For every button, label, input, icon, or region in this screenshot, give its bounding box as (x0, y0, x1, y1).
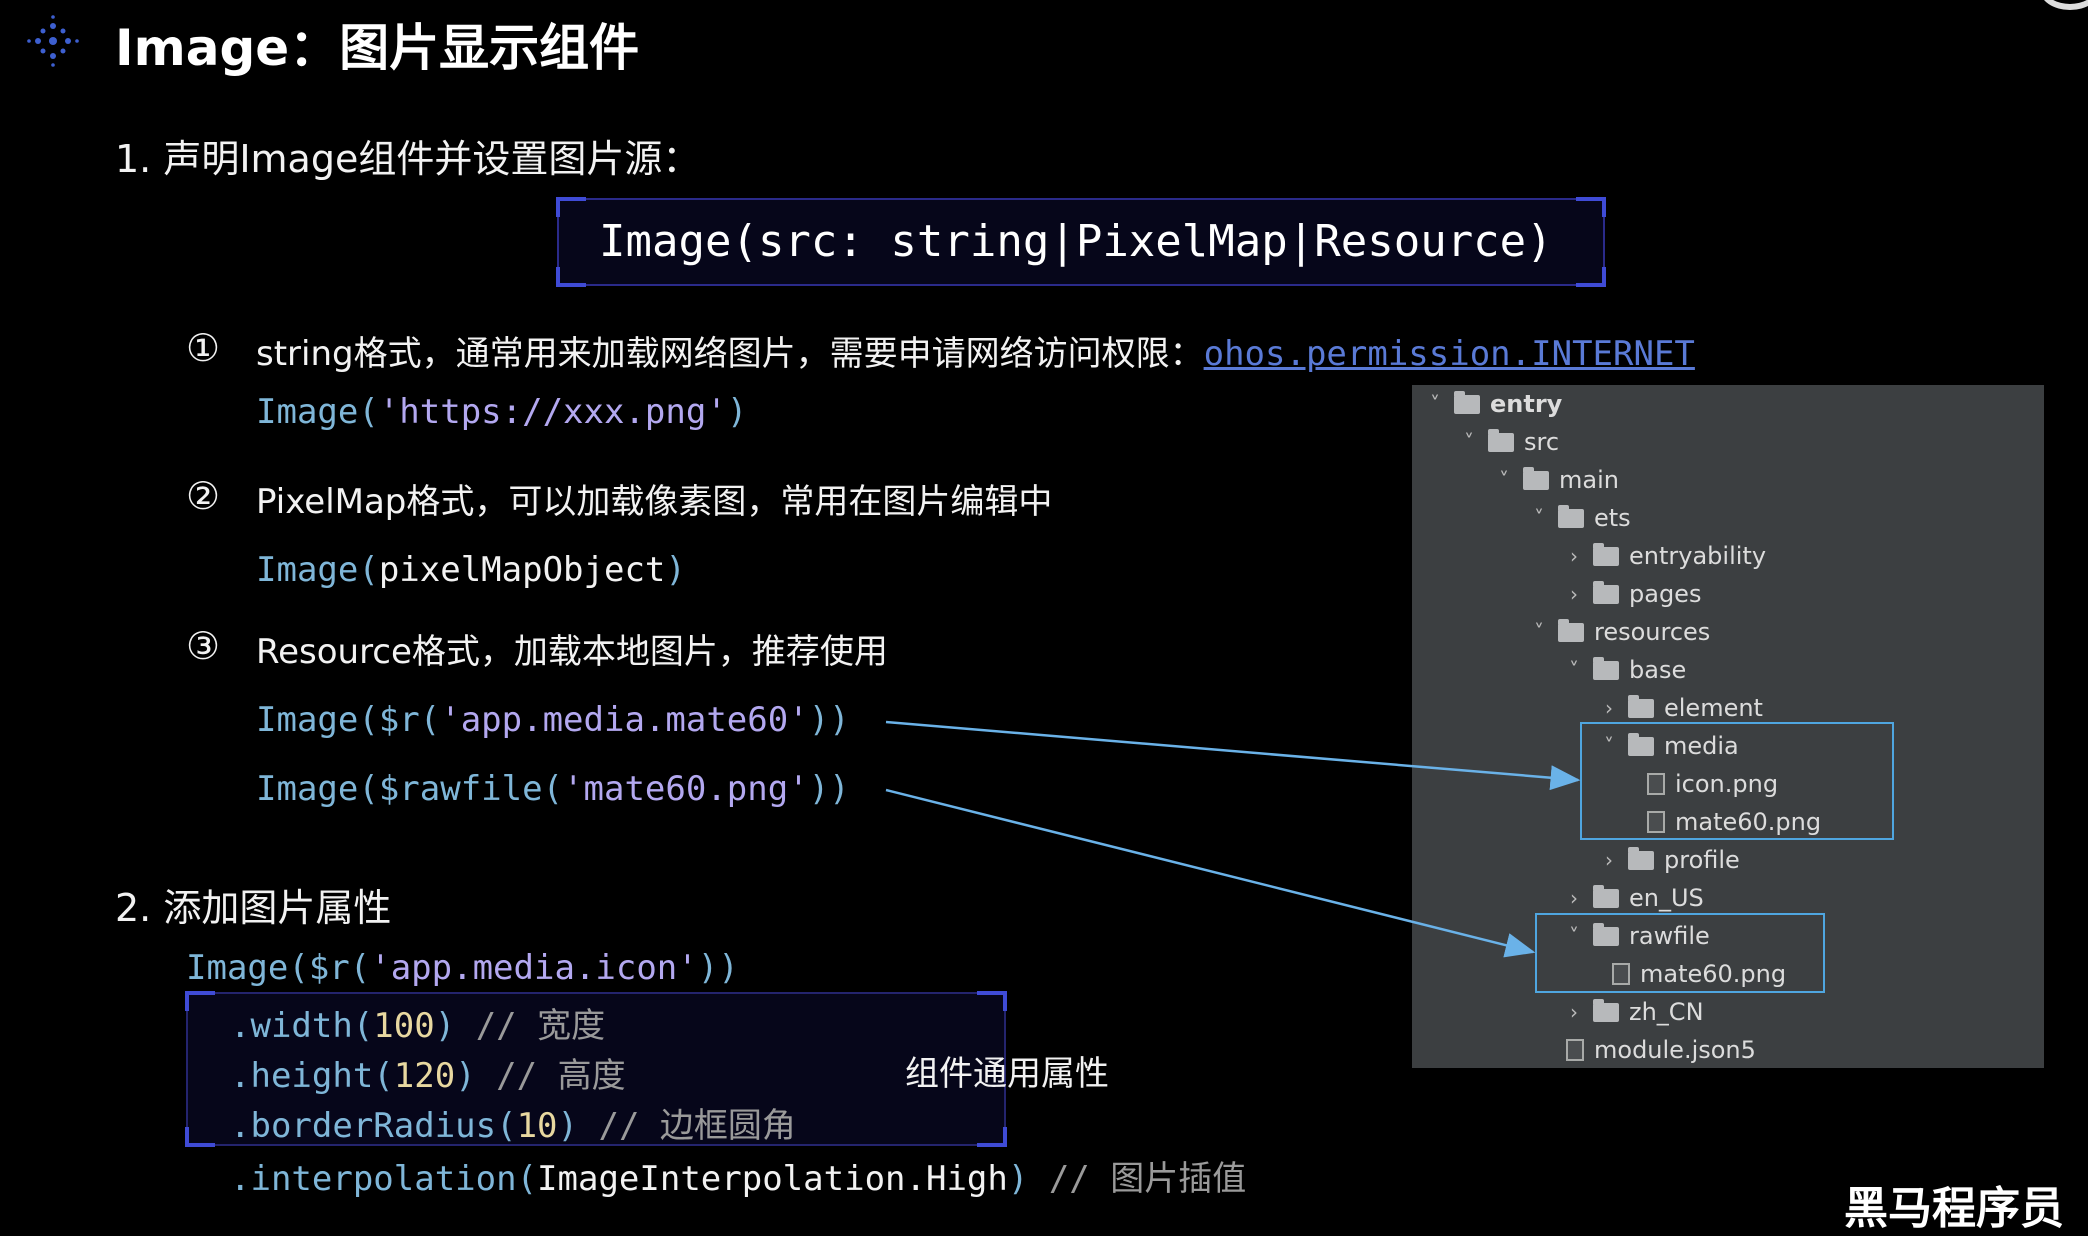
tree-row-zh-cn[interactable]: ›zh_CN (1563, 993, 1704, 1031)
folder-icon (1593, 542, 1619, 566)
tree-row-ets[interactable]: ˅ets (1528, 499, 1631, 537)
code-attr-interpolation: .interpolation(ImageInterpolation.High) … (230, 1159, 1247, 1199)
folder-icon (1593, 580, 1619, 604)
tree-row-rawfile[interactable]: ˅rawfile (1563, 917, 1710, 955)
page-title: Image：图片显示组件 (115, 19, 640, 77)
common-attributes-label: 组件通用属性 (905, 1054, 1109, 1094)
tree-row-main[interactable]: ˅main (1493, 461, 1619, 499)
tree-row-pages[interactable]: ›pages (1563, 575, 1701, 613)
folder-icon (1488, 428, 1514, 452)
tree-row-icon-png[interactable]: icon.png (1633, 765, 1778, 803)
chevron-right-icon[interactable]: › (1570, 544, 1578, 568)
chevron-down-icon[interactable]: ˅ (1604, 734, 1614, 758)
watermark: 黑马程序员 (1844, 1183, 2064, 1234)
folder-icon (1628, 732, 1654, 756)
folder-icon (1593, 922, 1619, 946)
media-highlight-box (1580, 722, 1894, 840)
code-attr-line0: Image($r('app.media.icon')) (186, 948, 739, 988)
chevron-down-icon[interactable]: ˅ (1569, 924, 1579, 948)
chevron-down-icon[interactable]: ˅ (1534, 506, 1544, 530)
tree-row-en-us[interactable]: ›en_US (1563, 879, 1704, 917)
item1-text: string格式，通常用来加载网络图片，需要申请网络访问权限：ohos.perm… (256, 334, 1695, 374)
folder-icon (1628, 846, 1654, 870)
common-attributes-box (185, 991, 1007, 1147)
item1-marker: ① (186, 326, 221, 370)
code-attr-borderradius: .borderRadius(10) // 边框圆角 (230, 1106, 796, 1146)
code-attr-width: .width(100) // 宽度 (230, 1006, 606, 1046)
permission-link[interactable]: ohos.permission.INTERNET (1203, 334, 1695, 374)
folder-icon (1628, 694, 1654, 718)
code-media-example: Image($r('app.media.mate60')) (256, 700, 850, 740)
tree-row-entryability[interactable]: ›entryability (1563, 537, 1766, 575)
item2-marker: ② (186, 474, 221, 518)
chevron-down-icon[interactable]: ˅ (1464, 430, 1474, 454)
folder-icon (1593, 998, 1619, 1022)
chevron-right-icon[interactable]: › (1570, 582, 1578, 606)
arrow-rawfile (885, 788, 1536, 958)
code-pixelmap-example: Image(pixelMapObject) (256, 550, 686, 590)
folder-icon (1523, 466, 1549, 490)
image-file-icon (1647, 773, 1665, 795)
chevron-right-icon[interactable]: › (1605, 696, 1613, 720)
item3-marker: ③ (186, 624, 221, 668)
section2-heading: 2. 添加图片属性 (115, 886, 392, 930)
chevron-down-icon[interactable]: ˅ (1430, 392, 1440, 416)
arrow-media (885, 720, 1581, 791)
folder-icon (1593, 656, 1619, 680)
chevron-down-icon[interactable]: ˅ (1499, 468, 1509, 492)
item3-text: Resource格式，加载本地图片，推荐使用 (256, 632, 888, 672)
tree-row-media-mate60[interactable]: mate60.png (1633, 803, 1821, 841)
json-file-icon (1566, 1039, 1584, 1061)
tree-row-src[interactable]: ˅src (1458, 423, 1559, 461)
section1-heading: 1. 声明Image组件并设置图片源： (115, 137, 701, 181)
signature-box: Image(src: string|PixelMap|Resource) (556, 197, 1606, 287)
item2-text: PixelMap格式，可以加载像素图，常用在图片编辑中 (256, 482, 1053, 522)
folder-icon (1454, 390, 1480, 414)
tree-row-resources[interactable]: ˅resources (1528, 613, 1710, 651)
rawfile-highlight-box (1535, 913, 1825, 993)
tree-row-profile[interactable]: ›profile (1598, 841, 1740, 879)
sparkle-logo-icon (27, 15, 79, 67)
chevron-down-icon[interactable]: ˅ (1569, 658, 1579, 682)
project-file-tree: ˅entry ˅src ˅main ˅ets ›entryability ›pa… (1412, 385, 2044, 1068)
tree-row-element[interactable]: ›element (1598, 689, 1763, 727)
tree-row-entry[interactable]: ˅entry (1424, 385, 1562, 423)
code-attr-height: .height(120) // 高度 (230, 1056, 626, 1096)
chevron-down-icon[interactable]: ˅ (1534, 620, 1544, 644)
chevron-right-icon[interactable]: › (1605, 848, 1613, 872)
tree-row-media[interactable]: ˅media (1598, 727, 1739, 765)
folder-icon (1558, 618, 1584, 642)
image-file-icon (1612, 963, 1630, 985)
image-file-icon (1647, 811, 1665, 833)
code-string-example: Image('https://xxx.png') (256, 392, 748, 432)
code-rawfile-example: Image($rawfile('mate60.png')) (256, 769, 850, 809)
folder-icon (1558, 504, 1584, 528)
chevron-right-icon[interactable]: › (1570, 1000, 1578, 1024)
signature-text: Image(src: string|PixelMap|Resource) (599, 216, 1553, 267)
tree-row-base[interactable]: ˅base (1563, 651, 1686, 689)
tree-row-module-json5[interactable]: module.json5 (1552, 1031, 1756, 1069)
folder-icon (1593, 884, 1619, 908)
chevron-right-icon[interactable]: › (1570, 886, 1578, 910)
tree-row-rawfile-mate60[interactable]: mate60.png (1598, 955, 1786, 993)
